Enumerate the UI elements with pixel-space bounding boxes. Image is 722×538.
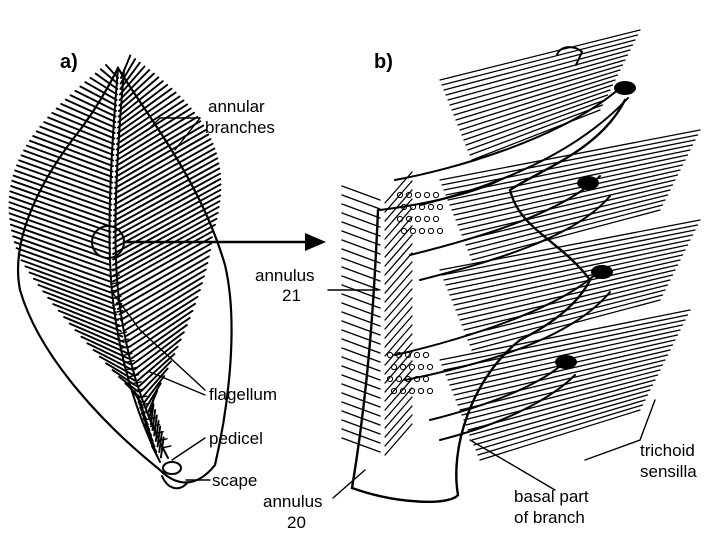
label-sensilla: sensilla bbox=[640, 462, 697, 481]
label-annulus-21-b: 21 bbox=[282, 286, 301, 305]
label-flagellum: flagellum bbox=[209, 385, 277, 404]
label-basal-part: basal part bbox=[514, 487, 589, 506]
pore-dots bbox=[387, 192, 442, 393]
label-annulus-20-a: annulus bbox=[263, 492, 323, 511]
label-annulus-21-a: annulus bbox=[255, 266, 315, 285]
label-of-branch: of branch bbox=[514, 508, 585, 527]
branch-hairs-drawing bbox=[342, 30, 700, 460]
label-trichoid: trichoid bbox=[640, 441, 695, 460]
panel-b-label: b) bbox=[374, 51, 393, 73]
branch-tip-3 bbox=[591, 265, 613, 279]
branch-tip-2 bbox=[577, 176, 599, 190]
labels: annular branches flagellum pedicel scape… bbox=[205, 97, 697, 532]
label-pedicel: pedicel bbox=[209, 429, 263, 448]
label-scape: scape bbox=[212, 471, 257, 490]
label-annular: annular bbox=[208, 97, 265, 116]
leaders-b bbox=[328, 290, 655, 498]
label-annulus-20-b: 20 bbox=[287, 513, 306, 532]
pedicel-shape bbox=[163, 462, 181, 474]
panel-a-label: a) bbox=[60, 51, 78, 73]
branch-tip-4 bbox=[555, 355, 577, 369]
zoom-arrow-head bbox=[305, 233, 326, 251]
annuli-b bbox=[342, 30, 700, 502]
label-branches: branches bbox=[205, 118, 275, 137]
branch-tip-1 bbox=[614, 81, 636, 95]
